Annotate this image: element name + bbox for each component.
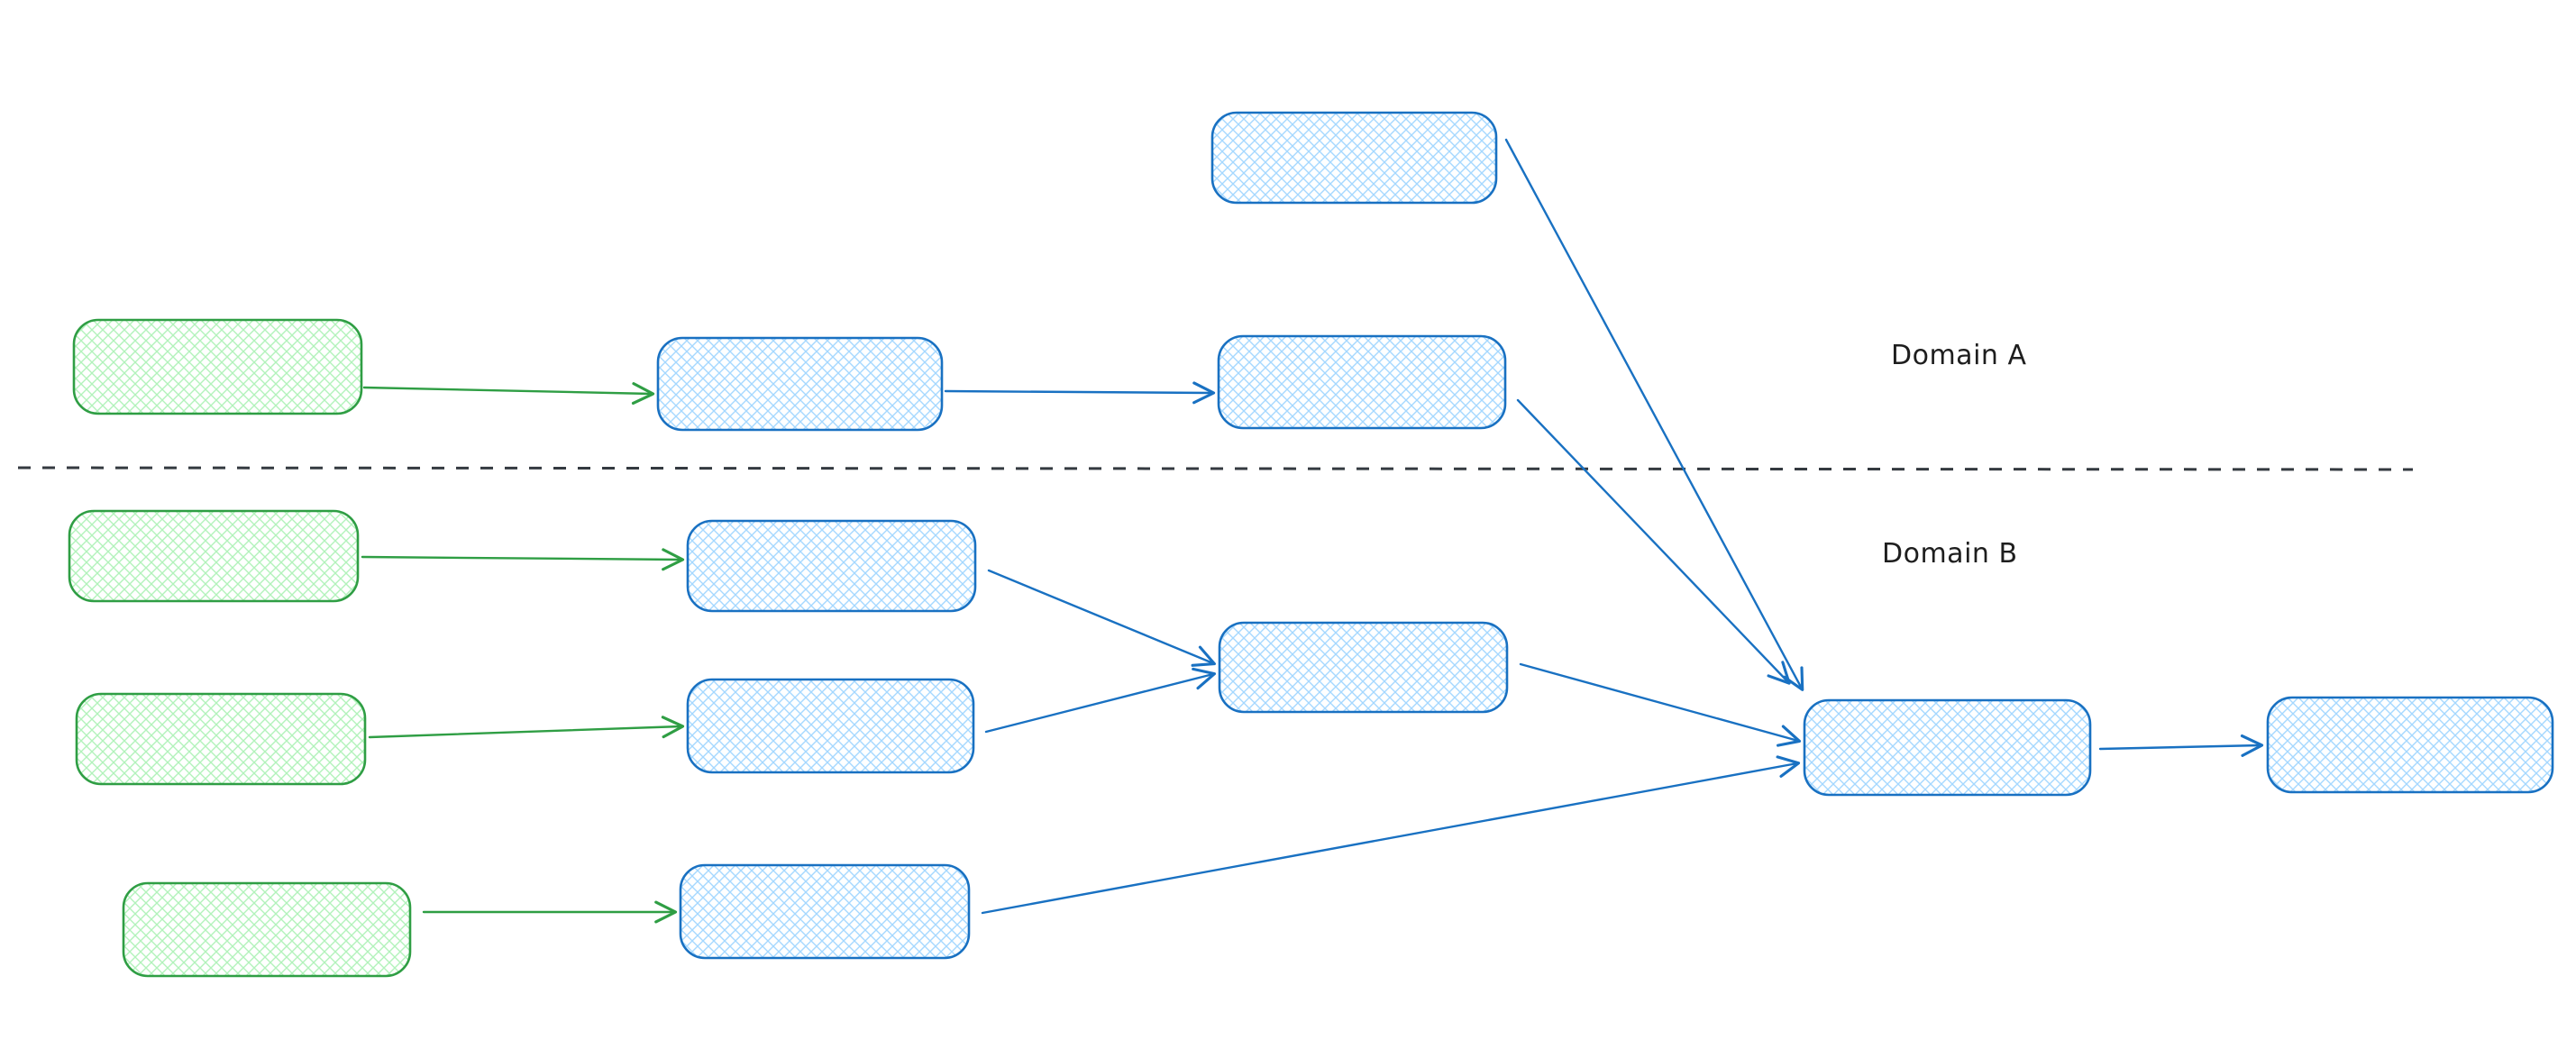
arrow-source-a-to-stage1-a — [362, 382, 655, 406]
node-merge-b — [1218, 621, 1509, 714]
node-stage1-b1 — [686, 519, 977, 613]
arrow-stage1-b2-to-merge-b — [984, 667, 1217, 734]
node-input-top-a — [1210, 111, 1498, 205]
node-source-a — [72, 318, 363, 415]
label-domain-a: Domain A — [1891, 340, 2026, 371]
node-aggregator — [1803, 698, 2092, 797]
edges-layer — [361, 138, 2264, 924]
node-source-b2 — [75, 692, 367, 786]
arrow-stage1-b1-to-merge-b — [987, 569, 1217, 667]
node-source-b3 — [122, 881, 412, 978]
node-stage2-a — [1217, 334, 1507, 430]
arrow-stage1-a-to-stage2-a — [944, 381, 1216, 405]
arrow-aggregator-to-output — [2098, 734, 2264, 757]
node-stage1-b2 — [686, 678, 975, 774]
domain-divider-dashed-line — [17, 466, 2414, 471]
nodes-layer — [68, 111, 2554, 978]
node-source-b1 — [68, 509, 360, 603]
labels-layer: Domain A Domain B — [1882, 340, 2026, 570]
label-domain-b: Domain B — [1882, 538, 2018, 570]
arrow-merge-b-to-aggregator — [1519, 662, 1802, 747]
node-stage1-a — [656, 336, 944, 432]
arrow-source-b1-to-stage1-b1 — [361, 548, 685, 571]
arrow-stage2-a-to-aggregator — [1516, 398, 1791, 685]
node-output — [2266, 696, 2554, 794]
arrow-source-b2-to-stage1-b2 — [368, 716, 685, 739]
arrow-input-top-a-to-aggregator — [1504, 138, 1804, 691]
arrow-stage1-b3-to-aggregator — [981, 755, 1801, 915]
node-stage1-b3 — [679, 863, 971, 960]
